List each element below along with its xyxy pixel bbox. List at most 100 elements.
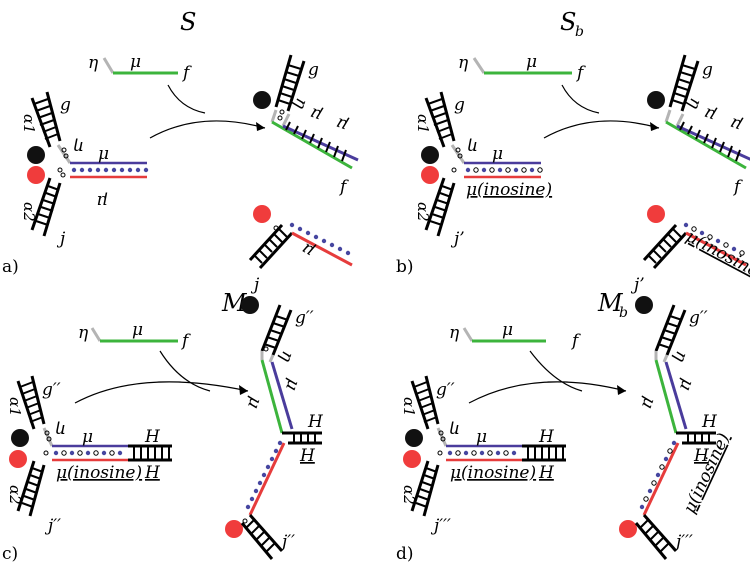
panel-c-left-black-marker [11,429,29,447]
panel-a-title: S [180,8,196,36]
panel-a-left-red-marker [27,166,45,184]
panel-d-in-f: f [570,331,581,351]
panel-d-left-alpha1: α1 [400,397,418,417]
panel-c-right-bottom-helix [240,514,284,560]
panel-d-left-mu-inosine: μ(inosine) [450,463,536,483]
panel-a-left-mu: μ [98,144,109,164]
panel-c-join-arrow [159,350,211,392]
panel-b-join-arrow [561,84,600,114]
panel-c-right-black-marker [241,296,259,314]
panel-b-in-f: f [575,63,586,83]
panel-c-right-H: H [307,412,324,432]
panel-a-right-top-helix [274,54,306,112]
panel-d-right-H-bottom: H [693,446,710,466]
panel-d-join-arrow [529,350,583,392]
panel-d-left-j: j′′′ [430,516,451,536]
panel-d-left-g: g′′ [436,380,455,400]
panel-d-left-H-bottom: H [538,463,555,483]
panel-b-right-product-top: g η μ μ f [647,54,750,197]
panel-c-arrowhead [239,385,248,395]
panel-b-incoming-strand: η μ f [458,52,586,83]
panel-c-right-product: g′′ η μ μ H H j′′ [225,296,324,560]
panel-d-in-mu: μ [502,320,513,340]
panel-c-right-red-marker [225,520,243,538]
panel-b-left-j: j’ [450,229,465,249]
panel-d-incoming-strand: η μ f [449,320,581,351]
panel-c-left-junction: g′′ α1 α2 η μ μ(inosine) H H j′′ [6,375,172,536]
panel-c-left-bottom-helix [16,460,46,517]
panel-b-arrowhead [650,122,659,131]
panel-a-incoming-strand: η μ f [88,52,192,83]
panel-d-label: d) [396,544,414,564]
panel-c-left-red-marker [9,450,27,468]
panel-a-right-red-marker [253,205,271,223]
panel-d-left-H-helix [522,444,566,462]
panel-c-right-mu: μ [281,376,304,393]
panel-b-left-eta: η [467,137,478,157]
panel-d-right-bottom-helix [634,514,678,560]
panel-a-arrowhead [256,122,265,131]
panel-c-right-top-helix [260,304,293,356]
panel-c-left-mu-inosine: μ(inosine) [56,463,142,483]
panel-c-reaction-arrow [74,381,249,404]
panel-c-left-H-bottom: H [144,463,161,483]
panel-a-left-alpha2: α2 [20,202,38,222]
panel-c-in-mu: μ [132,320,143,340]
panel-c-in-eta: η [78,323,89,343]
panel-b-left-mu-inosine: μ(inosine) [466,180,552,200]
panel-d-arrowhead [617,385,626,395]
panel-a: S η μ f [2,8,359,295]
panel-b-left-black-marker [421,146,439,164]
panel-b-in-eta: η [458,53,469,73]
panel-d-left-bottom-helix [410,460,440,517]
panel-c-left-eta: η [55,420,66,440]
panel-d-title-sub: b [619,305,628,321]
panel-b-left-bottom-helix [424,177,456,237]
panel-d-left-alpha2: α2 [400,485,418,505]
panel-d-right-j: j′′′ [672,532,693,552]
panel-d-right-mu: μ [675,376,698,393]
panel-b-left-g: g [454,95,465,115]
panel-a-right-black-marker [253,91,271,109]
panel-b-right-j: j’ [630,275,645,295]
panel-b-title-sub: b [575,24,584,40]
panel-b-right-f: f [732,177,743,197]
panel-c-left-g: g′′ [42,380,61,400]
panel-d-left-mu: μ [476,427,487,447]
panel-b-right-red-marker [647,205,665,223]
panel-a-right-bottom-helix [248,223,294,270]
panel-a-left-bottom-helix [30,177,62,237]
panel-c-left-alpha1: α1 [6,397,24,417]
panel-c-right-g: g′′ [295,308,314,328]
panel-a-join-arrow [167,84,206,114]
panel-b-label: b) [396,257,414,277]
panel-a-right-g: g [308,60,319,80]
panel-d-left-top-helix [410,375,440,430]
panel-d-left-red-marker [403,450,421,468]
panel-b: S b η μ f [396,8,750,295]
panel-c-left-alpha2: α2 [6,485,24,505]
panel-a-left-mu-bottom: μ [97,191,108,211]
panel-b-left-junction: g α1 α2 η μ μ(inosine) j’ [414,91,552,249]
panel-b-right-bottom-helix [642,223,688,270]
panel-d-left-black-marker [405,429,423,447]
panel-c-right-eta: η [275,348,298,365]
panel-b-right-product-bottom: j’ μ(inosine) [630,205,750,295]
panel-c-right-H-bottom: H [299,446,316,466]
panel-b-right-g: g [702,60,713,80]
panel-d-right-mu2: μ [637,394,660,411]
panel-c-in-f: f [180,331,191,351]
panel-c-left-H: H [144,427,161,447]
panel-d-right-H: H [701,412,718,432]
panel-a-in-mu: μ [130,52,141,72]
panel-d-right-red-marker [619,520,637,538]
panel-c-right-j: j′′ [278,532,295,552]
panel-a-right-mu-bottom: μ [298,239,318,262]
panel-b-right-mu-inosine: μ(inosine) [683,227,750,285]
panel-c-left-H-helix [128,444,172,462]
panel-b-left-red-marker [421,166,439,184]
panel-b-title: S [560,8,576,36]
panel-a-in-f: f [181,63,192,83]
